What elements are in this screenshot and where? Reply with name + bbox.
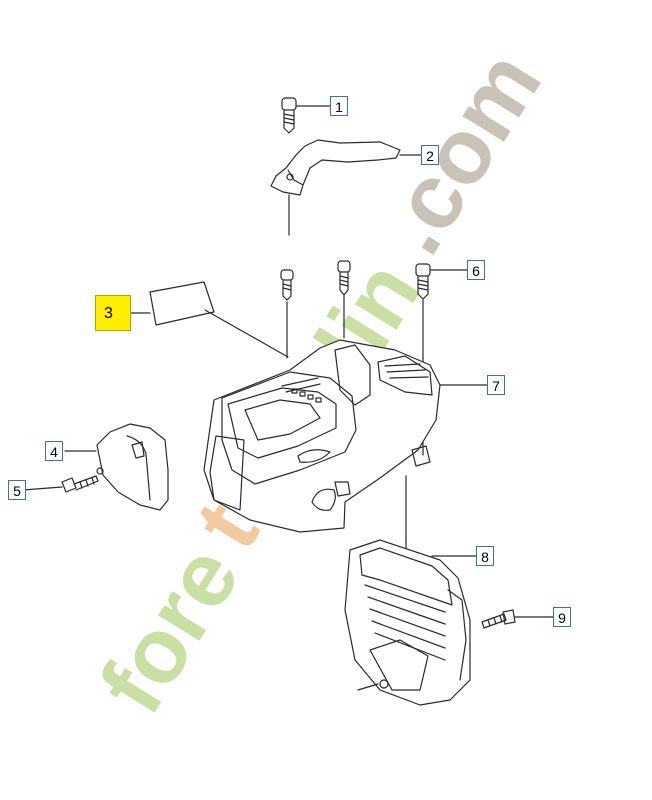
part-8-filter-cover <box>344 539 479 706</box>
part-4-bracket <box>64 423 169 511</box>
callout-8[interactable]: 8 <box>476 546 494 566</box>
part-2-bracket <box>270 139 424 236</box>
housing-screw-left <box>280 269 294 359</box>
callout-2[interactable]: 2 <box>421 145 439 165</box>
callout-1[interactable]: 1 <box>330 96 348 116</box>
callout-3[interactable]: 3 <box>95 295 131 331</box>
callout-7[interactable]: 7 <box>487 375 505 395</box>
callout-6[interactable]: 6 <box>467 260 485 280</box>
watermark-fore: fore <box>80 529 259 730</box>
part-3-decal <box>127 281 289 358</box>
callout-4[interactable]: 4 <box>45 441 63 461</box>
callout-5[interactable]: 5 <box>8 480 26 500</box>
part-5-screw <box>22 475 99 493</box>
callout-9[interactable]: 9 <box>553 607 571 627</box>
part-7-cover <box>203 339 489 541</box>
housing-screw-middle <box>337 260 351 339</box>
part-1-screw <box>281 97 331 134</box>
part-9-screw <box>481 609 555 629</box>
